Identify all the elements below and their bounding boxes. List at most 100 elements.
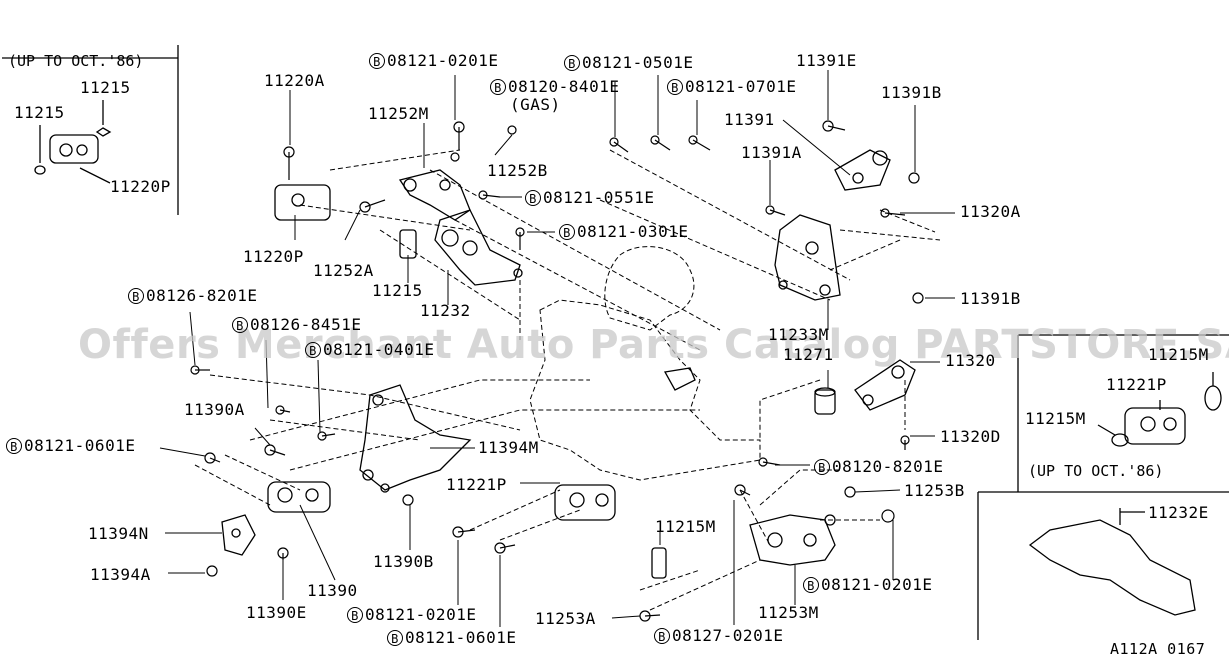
part-label: 11253M xyxy=(758,603,819,622)
bolt-symbol-icon: B xyxy=(525,190,541,206)
bolt-part-number: 08127-0201E xyxy=(672,626,784,645)
inset-undercover-11232E xyxy=(1028,508,1196,616)
bolt-callout: B 08121-0201E xyxy=(803,576,932,594)
bolt-symbol-icon: B xyxy=(559,224,575,240)
bolt-callout: B 08121-0401E xyxy=(305,341,434,359)
inset-part-label: 11215M xyxy=(1025,409,1086,428)
bolt-symbol-icon: B xyxy=(490,79,506,95)
part-label: 11391 xyxy=(724,110,775,129)
part-label: 11232 xyxy=(420,301,471,320)
inset-part-label: 11220P xyxy=(110,177,171,196)
part-label: 11252B xyxy=(487,161,548,180)
inset-caption-top-left: (UP TO OCT.'86) xyxy=(8,52,144,70)
bolt-callout: B 08121-0701E xyxy=(667,78,796,96)
bracket-11232 xyxy=(434,209,523,286)
bolt-part-number: 08126-8201E xyxy=(146,286,258,305)
inset-mount-11221P xyxy=(1097,372,1222,447)
bolt-callout: B 08120-8201E xyxy=(814,458,943,476)
bolt-callout: B 08120-8401E xyxy=(490,78,619,96)
part-label: 11390A xyxy=(184,400,245,419)
inset-mount-11220P xyxy=(34,100,112,184)
inset-part-label: 11215M xyxy=(1148,345,1209,364)
rubber-11215M-in-engine xyxy=(663,367,696,391)
bolt-note: (GAS) xyxy=(510,95,561,114)
bolt-part-number: 08121-0301E xyxy=(577,222,689,241)
bolt-callout: B 08121-0601E xyxy=(6,437,135,455)
figure-code: A112A 0167 xyxy=(1110,640,1206,658)
spacer-11215 xyxy=(399,229,667,579)
part-label: 11391B xyxy=(881,83,942,102)
bolt-callout: B 08126-8451E xyxy=(232,316,361,334)
part-label: 11390E xyxy=(246,603,307,622)
bracket-11253M xyxy=(749,514,836,566)
bolt-part-number: 08121-0601E xyxy=(24,436,136,455)
bolt-callout: B 08121-0201E xyxy=(369,52,498,70)
mount-11391 xyxy=(834,149,891,191)
bolt-callout: B 08121-0301E xyxy=(559,223,688,241)
bolt-part-number: 08126-8451E xyxy=(250,315,362,334)
bolt-symbol-icon: B xyxy=(6,438,22,454)
bolt-symbol-icon: B xyxy=(564,55,580,71)
mount-11390 xyxy=(267,481,331,513)
bolt-part-number: 08120-8201E xyxy=(832,457,944,476)
bolt-symbol-icon: B xyxy=(667,79,683,95)
part-label: 11320A xyxy=(960,202,1021,221)
bracket-11233M xyxy=(774,214,841,301)
part-label: 11394A xyxy=(90,565,151,584)
inset-part-label: 11232E xyxy=(1148,503,1209,522)
inset-part-label: 11221P xyxy=(1106,375,1167,394)
insulator-11271 xyxy=(814,387,836,415)
part-label: 11233M xyxy=(768,325,829,344)
part-label: 11253B xyxy=(904,481,965,500)
inset-part-label: 11215 xyxy=(80,78,131,97)
part-label: 11252M xyxy=(368,104,429,123)
bolt-symbol-icon: B xyxy=(128,288,144,304)
part-label: 11253A xyxy=(535,609,596,628)
bolt-symbol-icon: B xyxy=(369,53,385,69)
part-label: 11221P xyxy=(446,475,507,494)
bolt-symbol-icon: B xyxy=(347,607,363,623)
inset-part-label: 11215 xyxy=(14,103,65,122)
bolt-symbol-icon: B xyxy=(814,459,830,475)
bolt-callout: B 08121-0551E xyxy=(525,189,654,207)
mount-11320 xyxy=(854,359,916,411)
bolt-symbol-icon: B xyxy=(232,317,248,333)
part-label: 11220A xyxy=(264,71,325,90)
bolt-part-number: 08121-0201E xyxy=(365,605,477,624)
bolt-part-number: 08121-0701E xyxy=(685,77,797,96)
bracket-11394M xyxy=(359,384,472,493)
part-label: 11252A xyxy=(313,261,374,280)
inset-frames xyxy=(2,45,1229,640)
bolt-symbol-icon: B xyxy=(654,628,670,644)
part-label: 11394N xyxy=(88,524,149,543)
bolt-symbol-icon: B xyxy=(803,577,819,593)
part-label: 11271 xyxy=(783,345,834,364)
bolt-part-number: 08121-0201E xyxy=(387,51,499,70)
part-label: 11215M xyxy=(655,517,716,536)
bolt-part-number: 08121-0201E xyxy=(821,575,933,594)
bolt-part-number: 08120-8401E xyxy=(508,77,620,96)
part-label: 11220P xyxy=(243,247,304,266)
bolt-callout: B 08126-8201E xyxy=(128,287,257,305)
bracket-11252M xyxy=(398,169,471,221)
mount-11220P xyxy=(274,184,331,221)
bolt-callout: B 08121-0501E xyxy=(564,54,693,72)
part-label: 11390 xyxy=(307,581,358,600)
bolt-symbol-icon: B xyxy=(387,630,403,646)
bolt-part-number: 08121-0601E xyxy=(405,628,517,647)
bolt-part-number: 08121-0401E xyxy=(323,340,435,359)
bolt-callout: B 08121-0201E xyxy=(347,606,476,624)
bolt-part-number: 08121-0501E xyxy=(582,53,694,72)
inset-caption-right: (UP TO OCT.'86) xyxy=(1028,462,1164,480)
watermark-text: Offers Merchant Auto Parts Catalog PARTS… xyxy=(78,322,1229,368)
bracket-11394N xyxy=(221,514,256,556)
part-label: 11391A xyxy=(741,143,802,162)
bolt-symbol-icon: B xyxy=(305,342,321,358)
part-label: 11215 xyxy=(372,281,423,300)
part-label: 11391B xyxy=(960,289,1021,308)
mount-11221P xyxy=(554,484,616,521)
part-label: 11320D xyxy=(940,427,1001,446)
bolt-callout: B 08127-0201E xyxy=(654,627,783,645)
